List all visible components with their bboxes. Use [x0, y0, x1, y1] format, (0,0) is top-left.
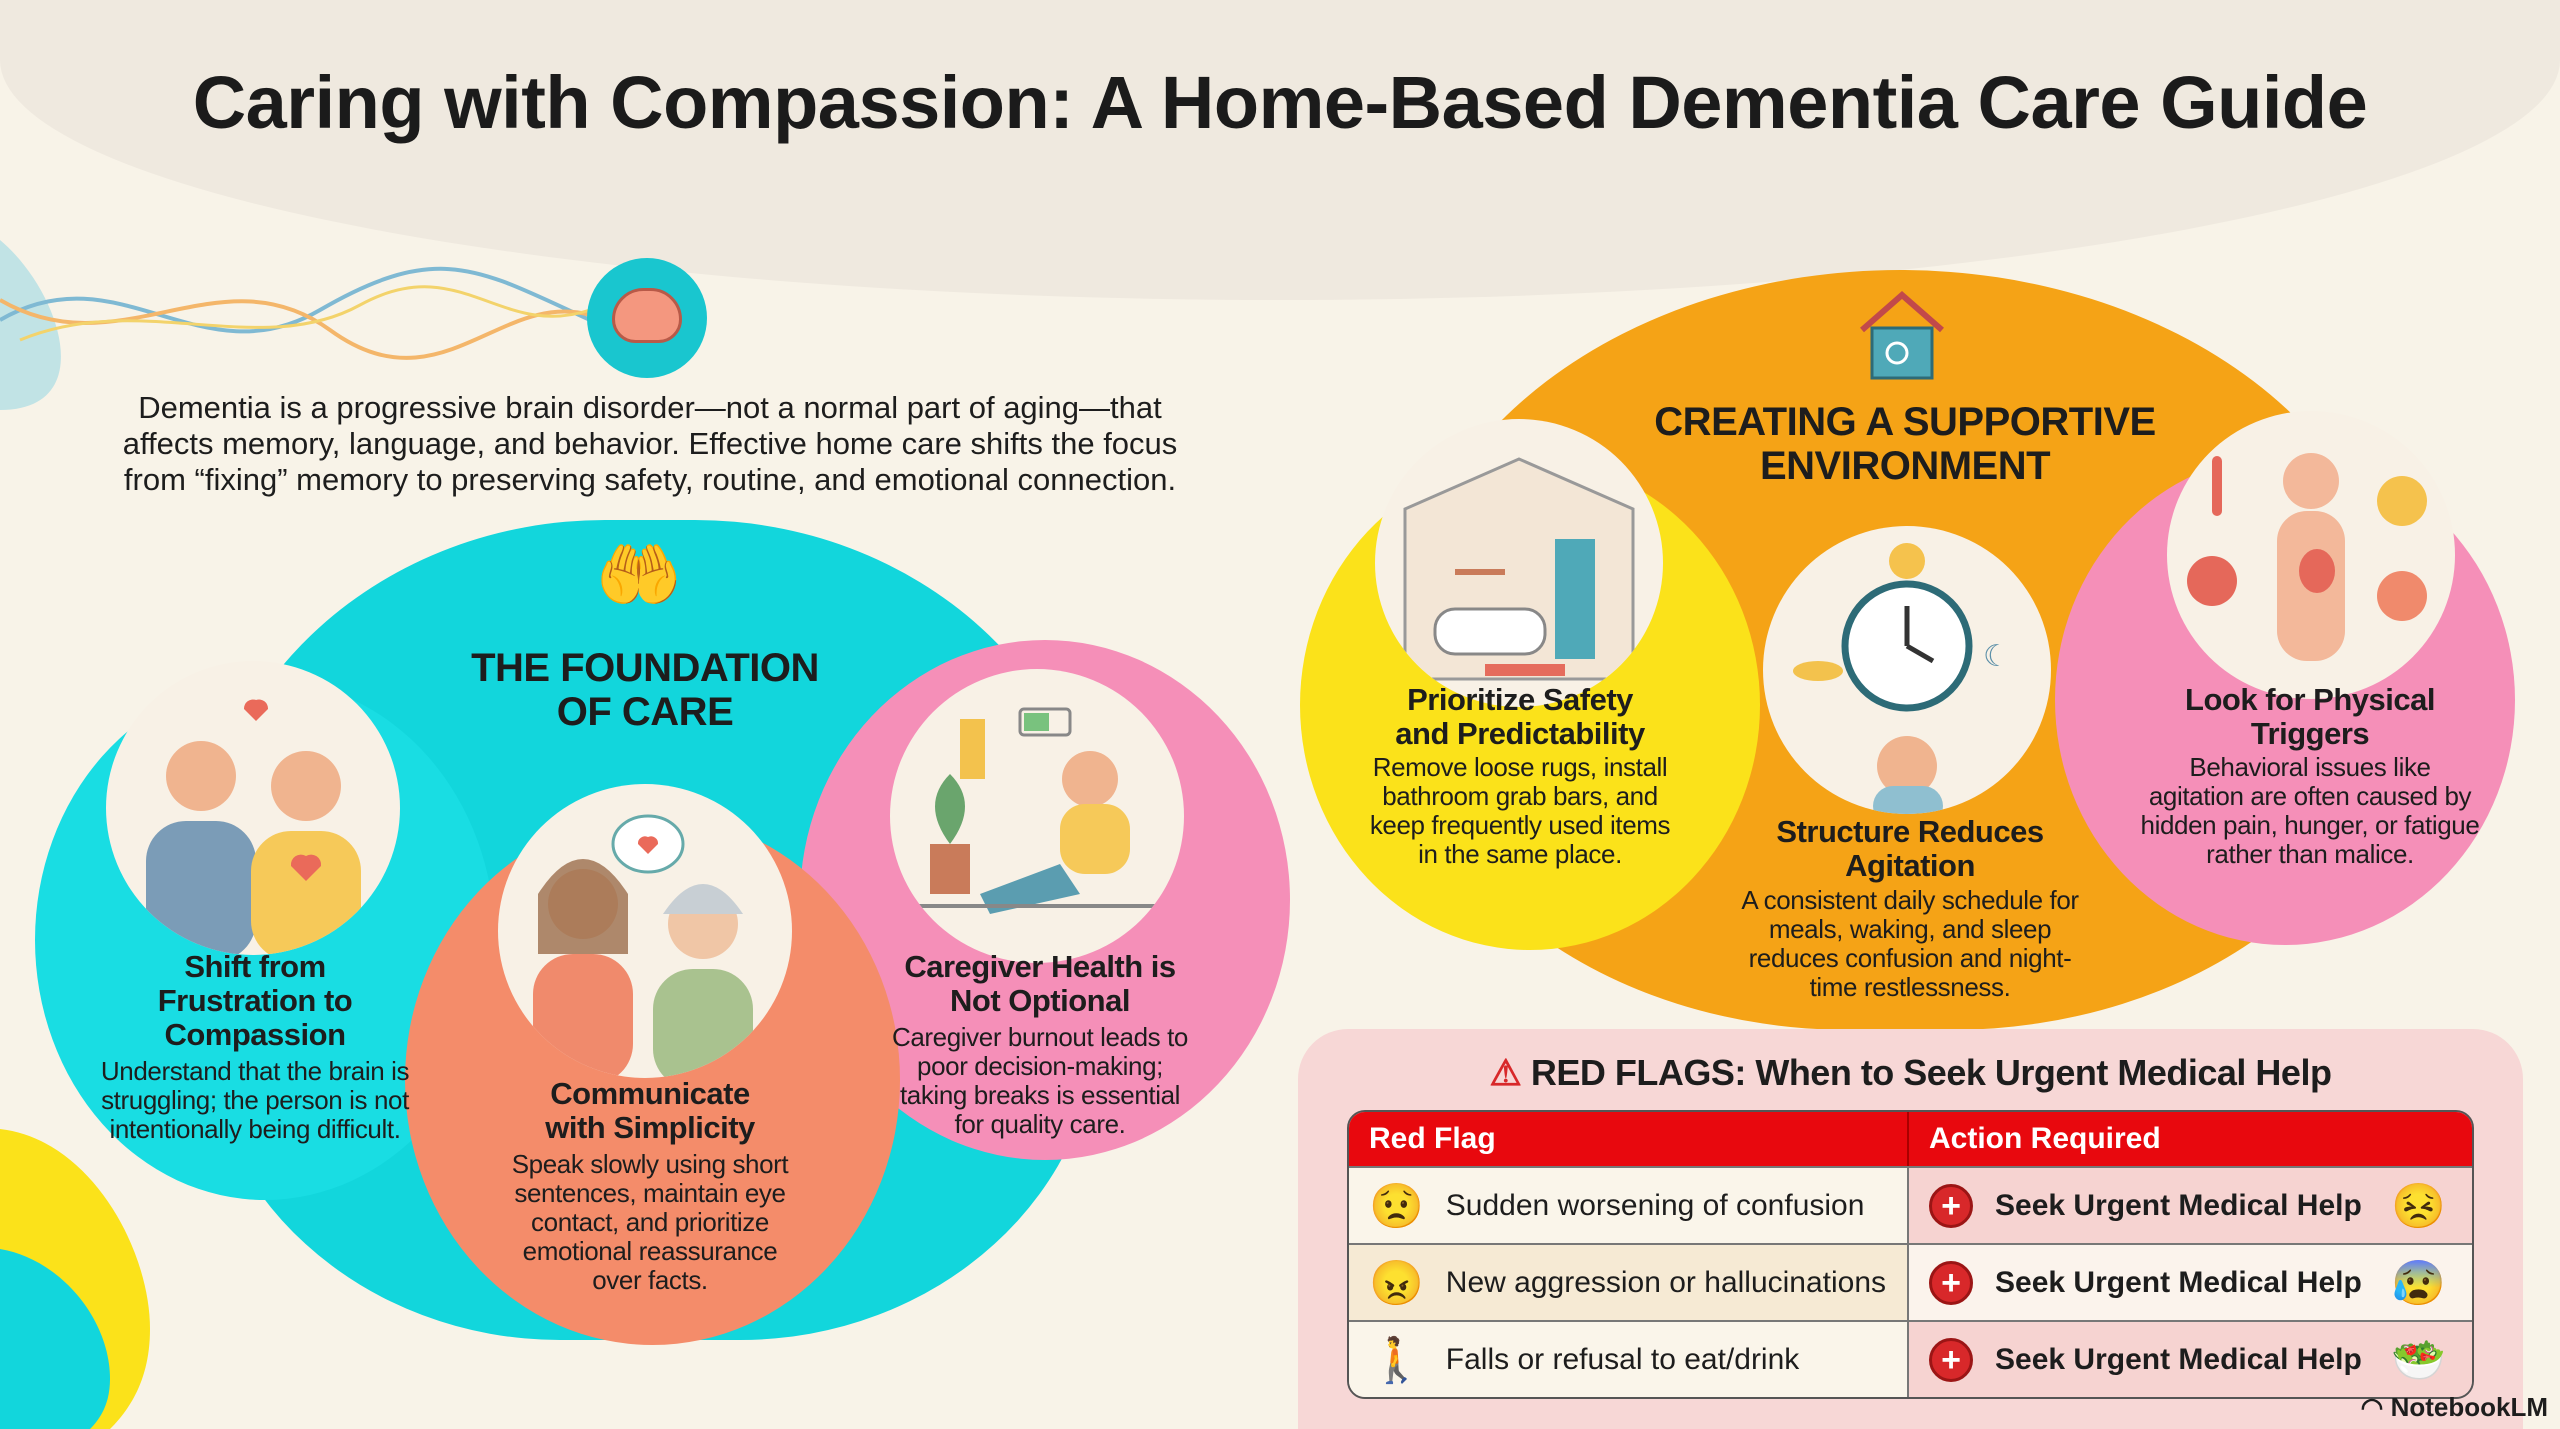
environment-item-1-title: Prioritize Safety and Predictability — [1395, 682, 1645, 751]
physical-triggers-illustration — [2167, 411, 2455, 699]
medical-cross-icon: + — [1929, 1183, 1973, 1228]
house-safe-icon — [1852, 290, 1952, 380]
agitated-person-icon: 😠 — [1369, 1258, 1424, 1308]
brain-icon — [587, 258, 707, 378]
foundation-item-2-text: Speak slowly using short sentences, main… — [511, 1149, 789, 1295]
environment-item-2-text: A consistent daily schedule for meals, w… — [1741, 885, 2079, 1002]
communication-illustration — [498, 784, 792, 1078]
medical-cross-icon: + — [1929, 1260, 1973, 1305]
falling-person-icon: 🚶 — [1369, 1335, 1424, 1385]
column-header-red-flag: Red Flag — [1349, 1112, 1909, 1166]
frustration-illustration — [106, 661, 400, 955]
notebooklm-logo-icon: ◠ — [2360, 1392, 2391, 1422]
foundation-item-2-title: Communicate with Simplicity — [545, 1076, 755, 1145]
page-title: Caring with Compassion: A Home-Based Dem… — [192, 61, 2368, 144]
caregiver-rest-illustration — [890, 669, 1184, 963]
foundation-item-3-text: Caregiver burnout leads to poor decision… — [891, 1022, 1188, 1139]
table-row: 😟 Sudden worsening of confusion + Seek Urg… — [1349, 1166, 2472, 1243]
bottom-left-blobs — [0, 1129, 150, 1429]
red-flags-heading: ⚠ RED FLAGS: When to Seek Urgent Medical… — [1489, 1052, 2332, 1093]
action-text: Seek Urgent Medical Help — [1995, 1342, 2362, 1376]
column-header-action: Action Required — [1909, 1112, 2472, 1166]
table-row: 😠 New aggression or hallucinations + Seek … — [1349, 1243, 2472, 1320]
svg-text:☾: ☾ — [1983, 640, 2010, 673]
action-text: Seek Urgent Medical Help — [1995, 1265, 2362, 1299]
wave-decoration — [0, 240, 591, 410]
foundation-item-3-title: Caregiver Health is Not Optional — [904, 949, 1176, 1018]
foundation-heading: THE FOUNDATION OF CARE — [471, 646, 819, 734]
food-and-water-icon: 🥗 — [2391, 1335, 2446, 1385]
safe-home-illustration — [1375, 419, 1663, 707]
red-flag-text: Falls or refusal to eat/drink — [1445, 1342, 1800, 1376]
notebooklm-brand: ◠ NotebookLM — [2360, 1392, 2548, 1422]
medical-cross-icon: + — [1929, 1337, 1973, 1382]
environment-item-2-title: Structure Reduces Agitation — [1776, 814, 2044, 883]
environment-item-3-title: Look for Physical Triggers — [2185, 682, 2435, 751]
distressed-face-icon: 😣 — [2391, 1181, 2446, 1231]
daily-routine-clock-illustration: ☾ — [1763, 526, 2051, 814]
hands-brain-icon: 🤲 — [595, 536, 683, 614]
environment-heading: CREATING A SUPPORTIVE ENVIRONMENT — [1654, 400, 2156, 488]
warning-icon: ⚠ — [1489, 1052, 1522, 1093]
red-flag-text: New aggression or hallucinations — [1445, 1265, 1887, 1299]
table-header-row: Red Flag Action Required — [1349, 1112, 2472, 1166]
table-row: 🚶 Falls or refusal to eat/drink + Seek Urg… — [1349, 1320, 2472, 1397]
action-text: Seek Urgent Medical Help — [1995, 1188, 2362, 1222]
foundation-item-1-title: Shift from Frustration to Compassion — [157, 949, 353, 1052]
trembling-face-icon: 😰 — [2391, 1258, 2446, 1308]
environment-item-3-text: Behavioral issues like agitation are oft… — [2140, 752, 2480, 869]
intro-text: Dementia is a progressive brain disorder… — [122, 390, 1178, 497]
red-flag-text: Sudden worsening of confusion — [1445, 1188, 1865, 1222]
red-flags-table: Red Flag Action Required 😟 Sudden worseni… — [1347, 1110, 2474, 1399]
confused-face-icon: 😟 — [1369, 1181, 1424, 1231]
foundation-item-1-text: Understand that the brain is struggling;… — [100, 1056, 410, 1144]
environment-item-1-text: Remove loose rugs, install bathroom grab… — [1369, 752, 1671, 869]
